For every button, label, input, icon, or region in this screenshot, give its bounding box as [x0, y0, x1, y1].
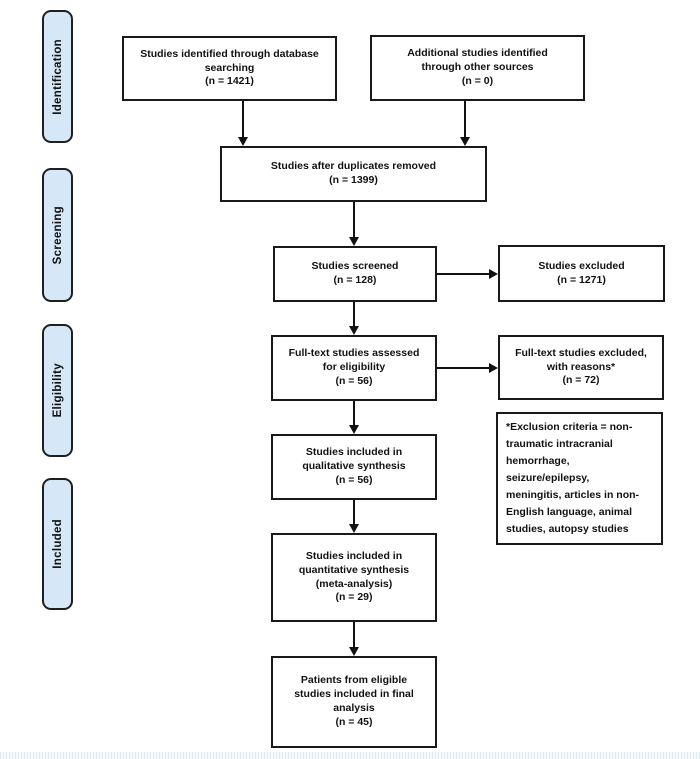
box-fulltext-assessed: Full-text studies assessed for eligibili… [271, 335, 437, 401]
arrow-screened-to-fulltext-head-icon [349, 326, 359, 335]
box-qualitative-synthesis: Studies included in qualitative synthesi… [271, 434, 437, 500]
box-exclusion-criteria-note-label: *Exclusion criteria = non- traumatic int… [506, 421, 640, 535]
arrow-screened-to-excluded-line [437, 273, 489, 275]
arrow-fulltext-to-qualitative-line [353, 401, 355, 425]
box-identified-other-sources: Additional studies identified through ot… [370, 35, 585, 101]
box-qualitative-synthesis-label: Studies included in qualitative synthesi… [302, 446, 406, 486]
arrow-fulltext-to-excluded-line [437, 367, 489, 369]
arrow-quantitative-to-final-line [353, 622, 355, 647]
arrow-screened-to-excluded-head-icon [489, 269, 498, 279]
arrow-duplicates-to-screened-line [353, 202, 355, 237]
arrow-screened-to-fulltext-line [353, 302, 355, 326]
box-quantitative-synthesis: Studies included in quantitative synthes… [271, 533, 437, 622]
stage-screening-label: Screening [51, 205, 64, 265]
arrow-fulltext-to-qualitative-head-icon [349, 425, 359, 434]
arrow-db-to-duplicates-head-icon [238, 137, 248, 146]
arrow-quantitative-to-final-head-icon [349, 647, 359, 656]
box-fulltext-assessed-label: Full-text studies assessed for eligibili… [288, 347, 420, 387]
arrow-qualitative-to-quantitative-line [353, 500, 355, 524]
box-identified-other-sources-label: Additional studies identified through ot… [407, 47, 548, 87]
box-duplicates-removed-label: Studies after duplicates removed (n = 13… [270, 160, 437, 186]
stage-eligibility-label: Eligibility [51, 363, 64, 418]
stage-eligibility: Eligibility [42, 324, 73, 457]
box-final-analysis: Patients from eligible studies included … [271, 656, 437, 748]
box-identified-database-label: Studies identified through database sear… [140, 47, 319, 88]
page-bottom-edge [0, 752, 700, 759]
box-quantitative-synthesis-label: Studies included in quantitative synthes… [298, 549, 410, 604]
box-exclusion-criteria-note: *Exclusion criteria = non- traumatic int… [496, 412, 663, 545]
arrow-other-to-duplicates-line [464, 101, 466, 137]
arrow-other-to-duplicates-head-icon [460, 137, 470, 146]
stage-identification-label: Identification [51, 38, 64, 115]
stage-included-label: Included [51, 519, 64, 569]
box-studies-screened-label: Studies screened (n = 128) [311, 260, 399, 286]
stage-identification: Identification [42, 10, 73, 143]
box-duplicates-removed: Studies after duplicates removed (n = 13… [220, 146, 487, 202]
arrow-db-to-duplicates-line [242, 101, 244, 137]
stage-included: Included [42, 478, 73, 610]
arrow-duplicates-to-screened-head-icon [349, 237, 359, 246]
box-final-analysis-label: Patients from eligible studies included … [294, 674, 414, 728]
box-studies-excluded: Studies excluded (n = 1271) [498, 245, 665, 302]
stage-screening: Screening [42, 168, 73, 302]
box-identified-database: Studies identified through database sear… [122, 36, 337, 101]
box-fulltext-excluded: Full-text studies excluded, with reasons… [498, 335, 664, 400]
arrow-fulltext-to-excluded-head-icon [489, 363, 498, 373]
arrow-qualitative-to-quantitative-head-icon [349, 524, 359, 533]
box-studies-excluded-label: Studies excluded (n = 1271) [538, 259, 625, 286]
box-studies-screened: Studies screened (n = 128) [273, 246, 437, 302]
box-fulltext-excluded-label: Full-text studies excluded, with reasons… [515, 346, 647, 387]
